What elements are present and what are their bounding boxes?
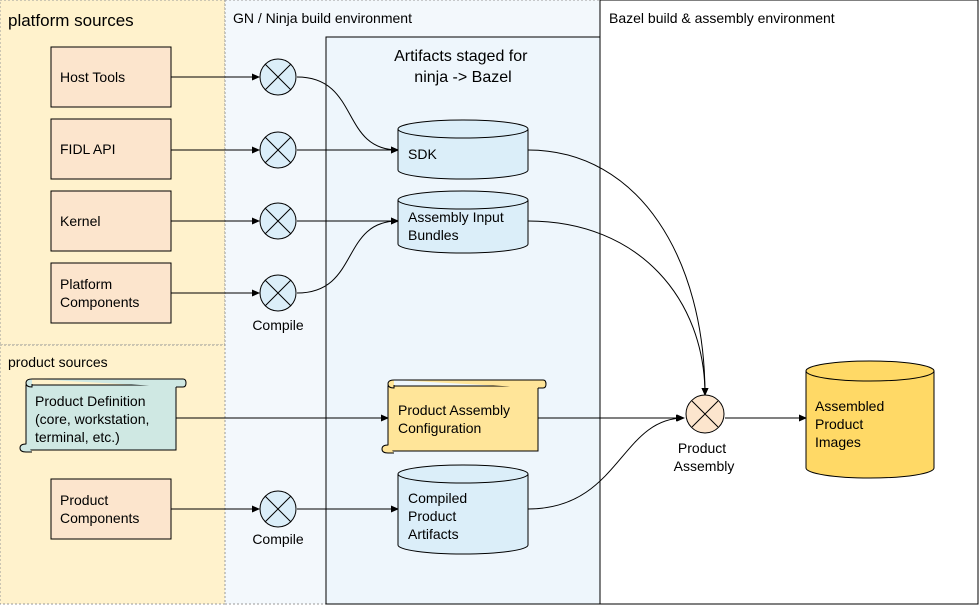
gn-ninja-title: GN / Ninja build environment — [233, 10, 412, 26]
edge-compiled-assembly — [527, 414, 685, 510]
compile-node-kernel — [259, 202, 297, 240]
product-components-line-2: Components — [60, 510, 139, 526]
artifacts-staged-line-2: ninja -> Bazel — [414, 69, 511, 86]
compile-node-product-components — [259, 490, 297, 528]
assembly-input-bundles-line-1: Assembly Input — [408, 209, 504, 225]
artifacts-staged-line-1: Artifacts staged for — [394, 48, 528, 65]
assembled-product-images-line-1: Assembled — [815, 398, 884, 414]
product-definition-scroll: Product Definition (core, workstation, t… — [19, 378, 187, 453]
bazel-region — [599, 0, 979, 605]
platform-components-box: Platform Components — [50, 262, 172, 324]
product-sources-region — [0, 344, 226, 605]
kernel-label: Kernel — [60, 213, 100, 229]
product-definition-line-3: terminal, etc.) — [35, 429, 120, 445]
host-tools-label: Host Tools — [60, 69, 125, 85]
product-definition-line-1: Product Definition — [35, 393, 146, 409]
assembled-product-images-line-2: Product — [815, 416, 863, 432]
compile-node-platform-components — [259, 274, 297, 312]
edge-bundles-assembly — [527, 220, 709, 396]
assembled-product-images-cylinder: Assembled Product Images — [805, 360, 935, 479]
product-components-line-1: Product — [60, 492, 108, 508]
product-assembly-line-2: Assembly — [674, 458, 735, 474]
product-components-box: Product Components — [50, 478, 172, 540]
compiled-product-artifacts-cylinder: Compiled Product Artifacts — [397, 464, 529, 555]
edge-sdk-assembly — [527, 149, 709, 396]
compiled-product-artifacts-line-1: Compiled — [408, 490, 467, 506]
product-sources-title: product sources — [8, 354, 108, 370]
product-assembly-node — [685, 394, 725, 434]
product-assembly-configuration-line-1: Product Assembly — [398, 402, 510, 418]
host-tools-box: Host Tools — [50, 46, 172, 108]
platform-sources-title: platform sources — [8, 11, 134, 30]
compile-node-host-tools — [259, 58, 297, 96]
sdk-label: SDK — [408, 146, 437, 162]
product-assembly-configuration-scroll: Product Assembly Configuration — [381, 379, 547, 454]
product-definition-line-2: (core, workstation, — [35, 411, 149, 427]
bazel-title: Bazel build & assembly environment — [609, 10, 835, 26]
edge-compile-sdk-1 — [296, 76, 399, 154]
platform-components-line-1: Platform — [60, 276, 112, 292]
assembled-product-images-label: Assembled Product Images — [815, 398, 888, 450]
product-components-label: Product Components — [60, 492, 139, 526]
platform-components-line-2: Components — [60, 294, 139, 310]
compile-label-platform: Compile — [252, 317, 304, 333]
compile-label-product: Compile — [252, 531, 304, 547]
sdk-cylinder: SDK — [397, 119, 529, 180]
assembly-input-bundles-line-2: Bundles — [408, 227, 459, 243]
fidl-api-label: FIDL API — [60, 141, 116, 157]
product-definition-label: Product Definition (core, workstation, t… — [35, 393, 153, 445]
product-assembly-label: Product Assembly — [674, 440, 735, 474]
product-assembly-configuration-label: Product Assembly Configuration — [398, 402, 514, 436]
compiled-product-artifacts-line-3: Artifacts — [408, 526, 459, 542]
compiled-product-artifacts-line-2: Product — [408, 508, 456, 524]
compiled-product-artifacts-label: Compiled Product Artifacts — [408, 490, 471, 542]
assembled-product-images-line-3: Images — [815, 434, 861, 450]
edge-compile-bundles-2 — [296, 217, 399, 294]
product-assembly-configuration-line-2: Configuration — [398, 420, 481, 436]
compile-node-fidl — [259, 131, 297, 169]
product-assembly-line-1: Product — [678, 440, 726, 456]
artifacts-staged-title: Artifacts staged for ninja -> Bazel — [394, 48, 532, 86]
kernel-box: Kernel — [50, 190, 172, 252]
platform-components-label: Platform Components — [60, 276, 139, 310]
assembly-input-bundles-label: Assembly Input Bundles — [408, 209, 508, 243]
assembly-input-bundles-cylinder: Assembly Input Bundles — [397, 190, 529, 254]
fidl-api-box: FIDL API — [50, 118, 172, 180]
